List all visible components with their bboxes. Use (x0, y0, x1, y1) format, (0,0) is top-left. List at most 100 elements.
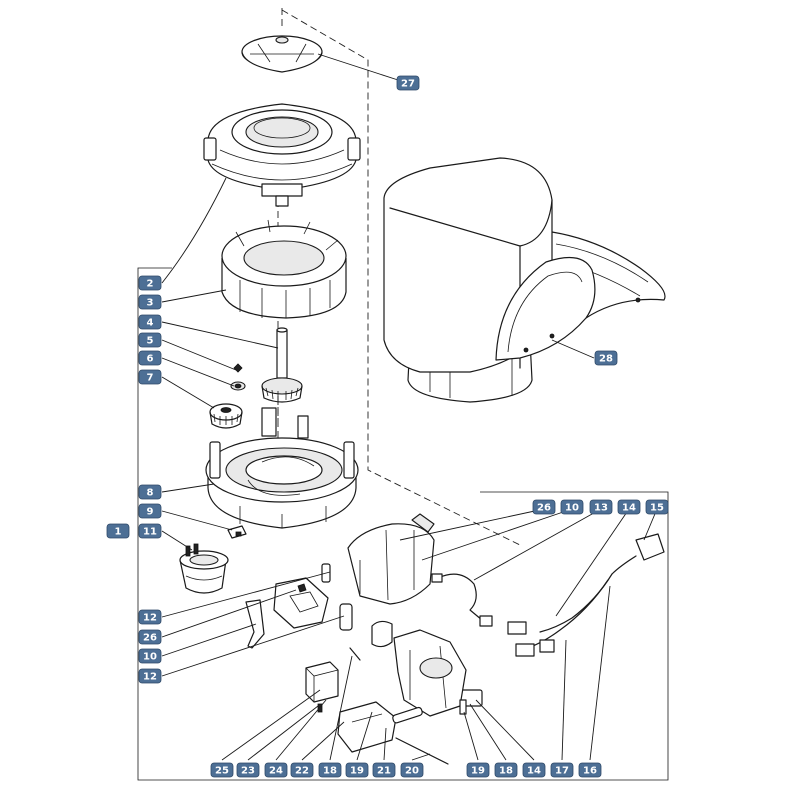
callout-b24: 24 (264, 762, 288, 778)
callout-number: 14 (527, 766, 541, 777)
callout-badge-box (522, 762, 546, 778)
callout-badge-box (345, 762, 369, 778)
callout-b20: 20 (400, 762, 424, 778)
callout-number: 14 (622, 503, 636, 514)
callout-b19b: 19 (466, 762, 490, 778)
callout-number: 17 (555, 766, 569, 777)
callout-number: 1 (115, 527, 122, 538)
part-10-lever-left (245, 599, 353, 649)
callout-number: 19 (471, 766, 485, 777)
callout-badge-box (138, 332, 162, 348)
callout-number: 10 (565, 503, 579, 514)
callout-badge-box (210, 762, 234, 778)
callout-number: 5 (147, 336, 154, 347)
callout-number: 3 (147, 298, 154, 309)
part-2-upper-housing (203, 103, 361, 207)
callout-c3: 3 (138, 294, 162, 310)
callout-b14: 14 (522, 762, 546, 778)
part-12-switch-left (273, 563, 331, 629)
callout-badge-box (494, 762, 518, 778)
callout-badge-box (264, 762, 288, 778)
callout-c10l: 10 (138, 648, 162, 664)
callout-number: 15 (650, 503, 664, 514)
callout-c12b: 12 (138, 668, 162, 684)
callout-b18b: 18 (494, 762, 518, 778)
callout-number: 18 (323, 766, 337, 777)
callout-number: 11 (143, 527, 157, 538)
callout-c2: 2 (138, 275, 162, 291)
callout-number: 9 (147, 507, 154, 518)
part-13-cable (431, 573, 493, 627)
callout-c27: 27 (396, 75, 420, 91)
callout-b19a: 19 (345, 762, 369, 778)
callout-number: 18 (499, 766, 513, 777)
callout-number: 23 (241, 766, 255, 777)
callout-number: 22 (295, 766, 309, 777)
callout-c26l: 26 (138, 629, 162, 645)
callout-badge-box (589, 499, 613, 515)
callout-number: 12 (143, 613, 157, 624)
callout-badge-box (138, 523, 162, 539)
callout-badge-box (550, 762, 574, 778)
callout-c6: 6 (138, 350, 162, 366)
callout-badge-box (290, 762, 314, 778)
callout-badge-box (138, 648, 162, 664)
part-19-pin (349, 647, 467, 715)
callout-c9: 9 (138, 503, 162, 519)
callout-number: 26 (143, 633, 157, 644)
callout-badge-box (645, 499, 669, 515)
callout-b25: 25 (210, 762, 234, 778)
callout-c10t: 10 (560, 499, 584, 515)
callout-badge-box (400, 762, 424, 778)
callout-c1: 1 (106, 523, 130, 539)
callout-b21: 21 (372, 762, 396, 778)
callout-c7: 7 (138, 369, 162, 385)
callout-c28: 28 (594, 350, 618, 366)
callout-badge-box (138, 314, 162, 330)
callout-badge-box (372, 762, 396, 778)
callout-badge-box (532, 499, 556, 515)
callout-c15t: 15 (645, 499, 669, 515)
part-22-main-bracket (393, 629, 467, 717)
callout-b17: 17 (550, 762, 574, 778)
part-26-bracket (347, 513, 435, 605)
callout-badge-box (578, 762, 602, 778)
callout-c4: 4 (138, 314, 162, 330)
callout-c13t: 13 (589, 499, 613, 515)
callout-badge-box (138, 350, 162, 366)
callout-number: 24 (269, 766, 283, 777)
callout-badge-box (396, 75, 420, 91)
callout-badge-box (594, 350, 618, 366)
callout-c5: 5 (138, 332, 162, 348)
callout-b22: 22 (290, 762, 314, 778)
callout-badge-box (318, 762, 342, 778)
part-8-base-housing (205, 407, 359, 529)
parts-5-6-7-small-gear (209, 363, 246, 429)
callout-number: 13 (594, 503, 608, 514)
callout-number: 12 (143, 672, 157, 683)
part-27-top-disc (241, 35, 323, 73)
callout-number: 7 (147, 373, 154, 384)
callout-badge-box (138, 294, 162, 310)
callout-badge-box (138, 503, 162, 519)
part-4-drive-shaft (261, 327, 303, 403)
part-28-hopper-cover (383, 157, 666, 403)
callout-badge-box (466, 762, 490, 778)
callout-number: 2 (147, 279, 154, 290)
callout-b16: 16 (578, 762, 602, 778)
part-11-motor-cup (179, 543, 229, 594)
part-9-clip (227, 525, 247, 539)
callout-number: 28 (599, 354, 613, 365)
callout-badge-box (138, 275, 162, 291)
group-frame (137, 267, 669, 781)
callout-badge-box (106, 523, 130, 539)
callout-badge-box (236, 762, 260, 778)
callout-b18a: 18 (318, 762, 342, 778)
callout-c26t: 26 (532, 499, 556, 515)
part-3-magnet-ring (221, 219, 347, 319)
callout-number: 26 (537, 503, 551, 514)
callout-number: 21 (377, 766, 391, 777)
callout-badge-box (138, 484, 162, 500)
